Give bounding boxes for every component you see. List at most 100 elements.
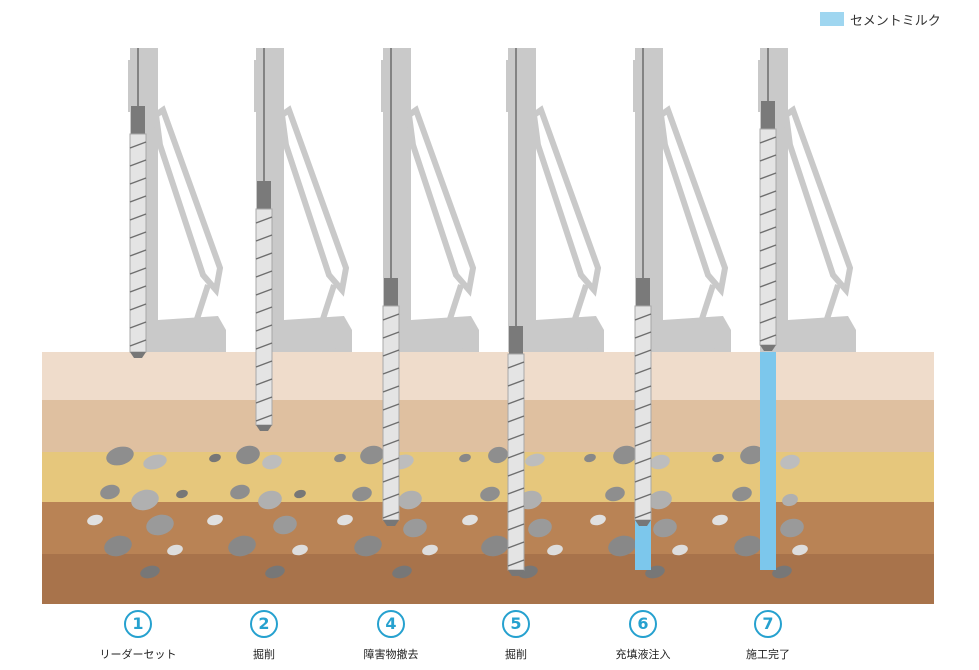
rock	[481, 535, 509, 557]
rig-crawler	[780, 336, 840, 352]
auger-motor	[761, 101, 775, 129]
auger-motor	[384, 278, 398, 306]
rock	[653, 518, 677, 538]
rock	[294, 489, 306, 499]
rock	[780, 518, 804, 538]
cement-milk-column	[635, 520, 651, 570]
rock	[590, 514, 606, 526]
step-number: 1	[124, 610, 152, 638]
auger-spiral	[382, 313, 400, 321]
auger-spiral	[759, 280, 777, 288]
auger-spiral	[382, 511, 400, 519]
rig-boom	[530, 105, 602, 297]
auger-spiral	[759, 316, 777, 324]
rig-crawler	[403, 336, 463, 352]
rock	[782, 493, 798, 507]
ground-layers	[42, 352, 934, 604]
rock	[360, 445, 384, 465]
rig-brace	[193, 284, 211, 323]
rock	[488, 446, 508, 464]
rock	[525, 453, 545, 467]
auger-spiral	[382, 439, 400, 447]
rig-mast-head	[633, 60, 643, 112]
auger-spiral	[255, 360, 273, 368]
rock	[403, 518, 427, 538]
rock	[613, 445, 637, 465]
auger-spiral	[129, 285, 147, 293]
rig-boom	[152, 105, 224, 297]
auger-rod	[507, 353, 525, 571]
auger-spiral	[634, 457, 652, 465]
auger-spiral	[634, 349, 652, 357]
rock	[265, 565, 285, 579]
auger-spiral	[255, 342, 273, 350]
auger-spiral	[255, 306, 273, 314]
step-number: 6	[629, 610, 657, 638]
pile-rig	[633, 48, 731, 570]
auger-spiral	[255, 378, 273, 386]
rock	[480, 486, 500, 502]
auger-spiral	[634, 439, 652, 447]
auger-spiral	[634, 511, 652, 519]
pile-rig	[381, 48, 479, 526]
rock	[734, 535, 762, 557]
rock	[650, 454, 670, 470]
auger-spiral	[759, 334, 777, 342]
auger-motor	[636, 278, 650, 306]
auger-spiral	[129, 249, 147, 257]
rig-mast-head	[506, 60, 516, 112]
rock	[273, 515, 297, 535]
rock	[422, 544, 438, 556]
rig-brace	[319, 284, 337, 323]
auger-spiral	[129, 267, 147, 275]
auger-bit	[383, 520, 399, 526]
rig-boom	[782, 105, 854, 297]
auger-spiral	[634, 331, 652, 339]
auger-spiral	[129, 141, 147, 149]
auger-spiral	[382, 331, 400, 339]
rock	[398, 490, 422, 510]
step-label: 掘削	[253, 648, 275, 661]
auger-rod	[382, 305, 400, 521]
soil-layer-upper	[42, 400, 934, 452]
step-label: 施工完了	[746, 648, 790, 661]
rock	[292, 544, 308, 556]
auger-spiral	[255, 216, 273, 224]
auger-spiral	[382, 493, 400, 501]
auger-spiral	[759, 226, 777, 234]
auger-spiral	[255, 396, 273, 404]
rock	[732, 486, 752, 502]
auger-spiral	[507, 361, 525, 369]
auger-spiral	[129, 195, 147, 203]
rock	[462, 514, 478, 526]
rock	[712, 453, 724, 463]
auger-spiral	[507, 433, 525, 441]
auger-motor	[509, 326, 523, 354]
legend-swatch-cement-milk	[820, 12, 844, 26]
auger-spiral	[759, 172, 777, 180]
auger-bit	[760, 345, 776, 351]
rock	[209, 453, 221, 463]
auger-spiral	[759, 244, 777, 252]
rock	[352, 486, 372, 502]
pile-rigs	[128, 48, 856, 576]
rock	[605, 486, 625, 502]
rig-brace	[698, 284, 716, 323]
rock	[131, 489, 159, 511]
auger-spiral	[382, 385, 400, 393]
auger-spiral	[382, 475, 400, 483]
auger-motor	[131, 106, 145, 134]
rock	[392, 565, 412, 579]
auger-spiral	[759, 208, 777, 216]
rock	[236, 445, 260, 465]
rock	[167, 544, 183, 556]
auger-rod	[129, 133, 147, 353]
auger-spiral	[634, 403, 652, 411]
auger-spiral	[255, 252, 273, 260]
step-label: リーダーセット	[99, 648, 177, 661]
auger-spiral	[129, 339, 147, 347]
pile-rig	[128, 48, 226, 358]
rock	[608, 535, 636, 557]
auger-spiral	[634, 475, 652, 483]
